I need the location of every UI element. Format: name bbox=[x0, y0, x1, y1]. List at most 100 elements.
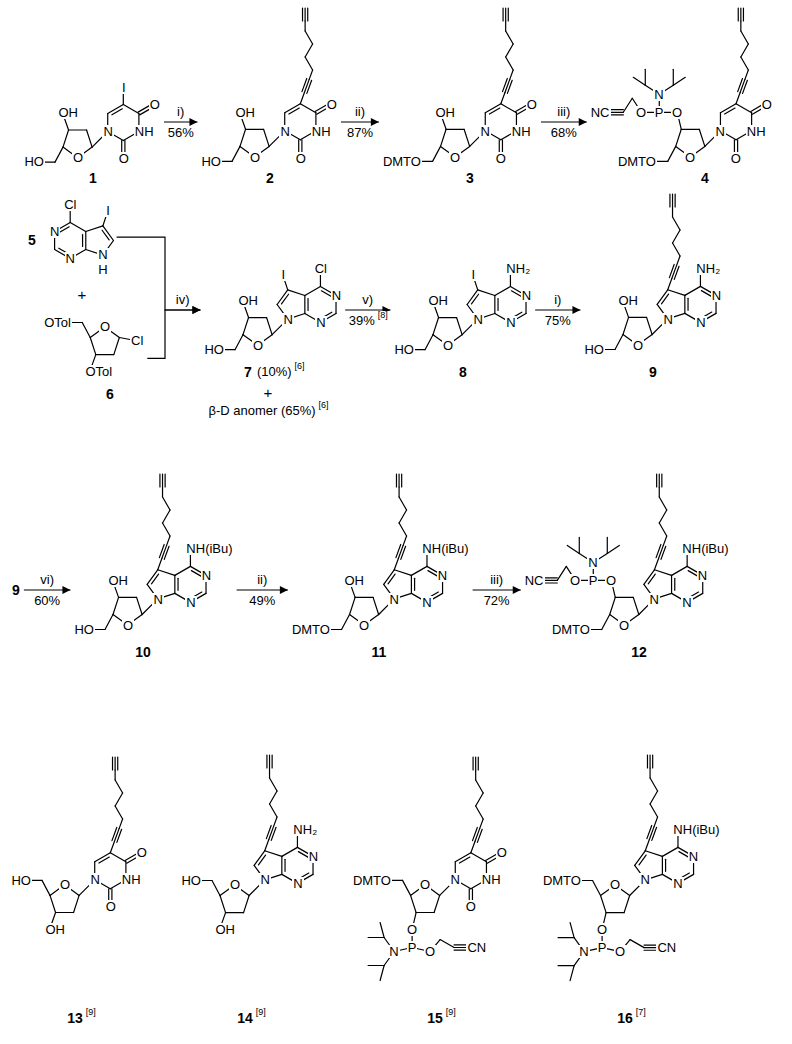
bond bbox=[246, 129, 264, 130]
atom-label: O bbox=[614, 945, 626, 958]
bond bbox=[105, 615, 113, 630]
bond bbox=[570, 965, 574, 980]
atom-label: HO bbox=[10, 874, 32, 887]
reference-citation: [9] bbox=[85, 1008, 97, 1017]
bond bbox=[650, 791, 658, 804]
reagent-label: vi) bbox=[39, 573, 55, 586]
atom-label: HO bbox=[203, 343, 225, 356]
atom-label: H bbox=[97, 263, 108, 276]
atom-label: NH₂ bbox=[505, 262, 531, 275]
bond bbox=[289, 108, 299, 114]
bond bbox=[50, 895, 56, 912]
bond bbox=[175, 576, 176, 594]
bond bbox=[489, 108, 499, 114]
bond bbox=[355, 597, 373, 598]
bond bbox=[394, 570, 411, 576]
bond bbox=[654, 570, 671, 576]
bond bbox=[87, 130, 93, 147]
bond bbox=[74, 895, 80, 912]
bond bbox=[673, 230, 681, 243]
bond bbox=[737, 79, 742, 92]
bond bbox=[112, 108, 122, 114]
bond bbox=[160, 474, 161, 487]
atom-label: P bbox=[654, 106, 665, 119]
bond bbox=[70, 222, 86, 231]
bond bbox=[740, 8, 741, 21]
bond bbox=[472, 827, 477, 840]
bond bbox=[446, 129, 464, 130]
bond bbox=[115, 770, 116, 780]
reference-citation: [6] bbox=[294, 362, 306, 371]
bond bbox=[274, 817, 277, 826]
atom-label: I bbox=[121, 81, 127, 94]
bond bbox=[288, 290, 305, 296]
bond bbox=[476, 793, 484, 806]
atom-label: N bbox=[521, 289, 532, 302]
plus-sign: + bbox=[77, 287, 88, 302]
bond bbox=[440, 939, 454, 947]
bond bbox=[249, 317, 267, 318]
bond bbox=[567, 546, 579, 554]
bond bbox=[433, 318, 439, 335]
atom-label: N bbox=[472, 313, 483, 326]
atom-label: N bbox=[662, 313, 673, 326]
atom-label: O bbox=[249, 151, 261, 164]
bond bbox=[601, 615, 609, 630]
atom-label: N bbox=[711, 289, 722, 302]
bond bbox=[301, 104, 317, 113]
bond bbox=[741, 31, 749, 44]
bond bbox=[645, 839, 649, 850]
bond-group bbox=[39, 87, 155, 162]
bond-lines bbox=[70, 471, 236, 662]
bond bbox=[401, 546, 406, 559]
bond bbox=[650, 804, 658, 817]
bond bbox=[269, 768, 270, 778]
bond bbox=[675, 266, 680, 279]
bond bbox=[609, 598, 615, 615]
bond bbox=[685, 287, 701, 296]
bond bbox=[82, 322, 90, 337]
atom-label: O bbox=[496, 846, 508, 859]
reference-citation: [7] bbox=[635, 1008, 647, 1017]
atom-label: NH bbox=[134, 125, 155, 138]
bond bbox=[411, 567, 427, 576]
bond bbox=[670, 194, 671, 207]
bond bbox=[667, 147, 675, 162]
bond bbox=[644, 570, 655, 585]
bond-group bbox=[219, 269, 336, 350]
reagent-label: ii) bbox=[354, 105, 366, 118]
bond bbox=[508, 8, 509, 21]
yield-label: 75% bbox=[544, 314, 572, 327]
atom-label: O bbox=[326, 98, 338, 111]
atom-label: NH bbox=[311, 125, 332, 138]
bond bbox=[600, 895, 606, 912]
bond bbox=[743, 8, 744, 21]
bond bbox=[399, 510, 407, 523]
bond bbox=[270, 791, 278, 804]
bond bbox=[69, 129, 87, 130]
atom-label: N bbox=[279, 125, 290, 138]
bond bbox=[264, 130, 270, 147]
atom-label: N bbox=[437, 569, 448, 582]
bond bbox=[656, 545, 661, 558]
bond bbox=[113, 598, 119, 615]
bond bbox=[740, 21, 741, 31]
reaction-arrow bbox=[164, 121, 197, 122]
bond bbox=[63, 130, 69, 147]
compound-number: 13 bbox=[66, 1011, 84, 1025]
bond bbox=[282, 294, 289, 304]
bond bbox=[647, 318, 653, 335]
yield-label: 72% bbox=[483, 594, 511, 607]
bond bbox=[259, 855, 266, 865]
yield-label: (10%) bbox=[256, 365, 293, 378]
atom-label: O bbox=[149, 98, 161, 111]
bond bbox=[270, 804, 278, 817]
compound-number: 5 bbox=[27, 233, 37, 247]
bond bbox=[659, 497, 667, 510]
bond bbox=[165, 474, 166, 487]
atom-label: CN bbox=[656, 941, 677, 954]
atom-label: NH bbox=[121, 873, 142, 886]
atom-label: O bbox=[761, 98, 773, 111]
bond bbox=[310, 70, 313, 79]
atom-label: P bbox=[588, 574, 599, 587]
